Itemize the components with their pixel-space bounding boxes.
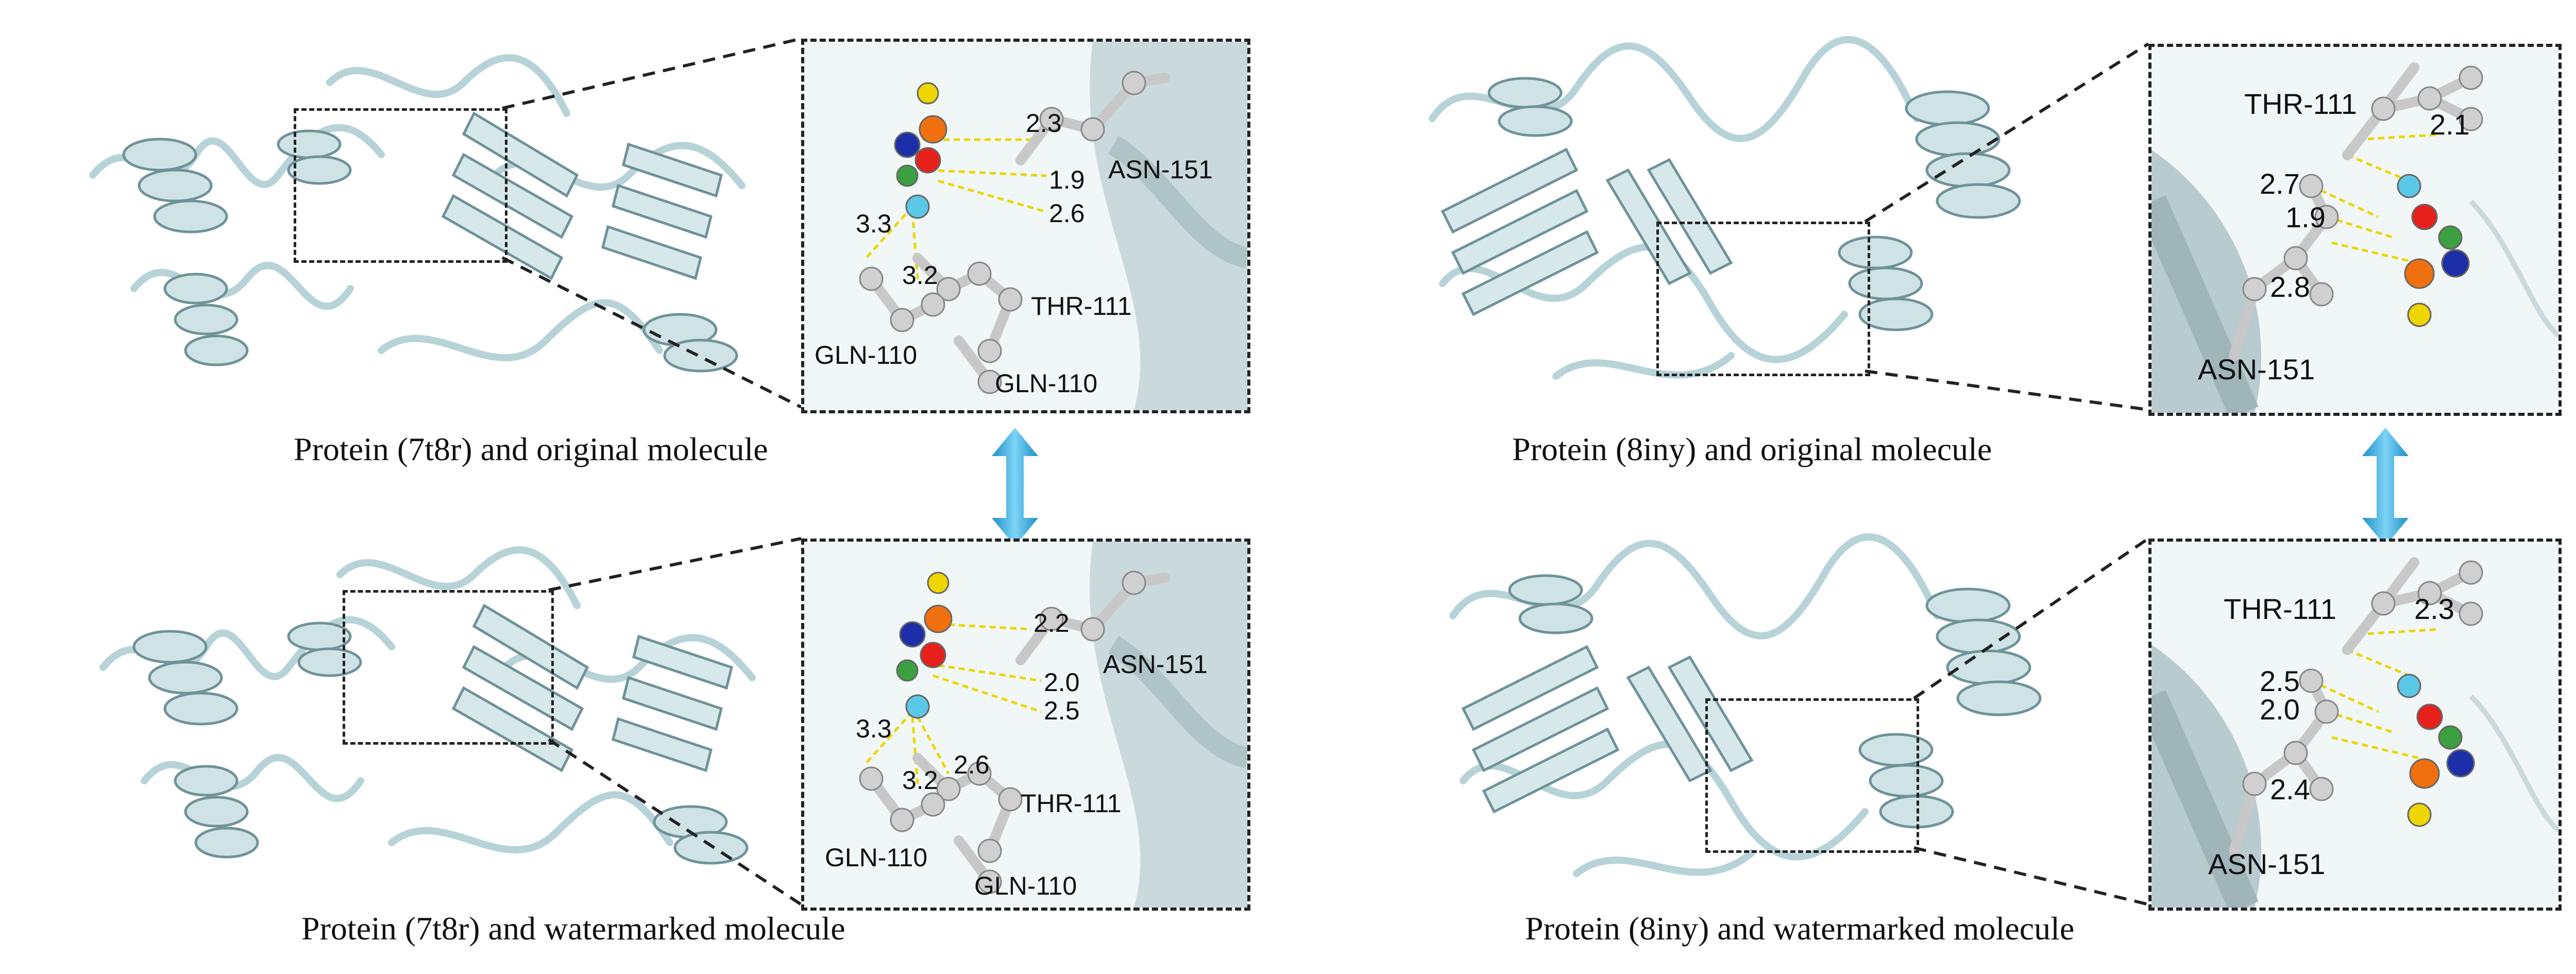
distance-label: 2.2: [1033, 609, 1070, 637]
zoom-inset: 2.3 2.5 2.0 2.4 THR-111 ASN-151: [2148, 539, 2562, 911]
residue-label: ASN-151: [2208, 848, 2325, 880]
distance-label: 2.7: [2260, 167, 2300, 200]
zoom-connector-lines: [501, 37, 802, 409]
residue-label: GLN-110: [815, 341, 917, 370]
zoom-inset: 2.1 2.7 1.9 2.8 THR-111 ASN-151: [2148, 44, 2562, 416]
zoom-inset: 2.2 2.0 2.5 3.3 2.6 3.2 ASN-151 GLN-110 …: [801, 539, 1250, 911]
panel-caption: Protein (7t8r) and original molecule: [294, 431, 768, 467]
distance-label: 2.0: [1044, 668, 1080, 697]
residue-label: GLN-110: [995, 369, 1097, 398]
distance-label: 2.6: [954, 750, 990, 779]
selection-box: [343, 590, 554, 745]
residue-label: GLN-110: [974, 871, 1077, 900]
distance-label: 2.3: [1026, 109, 1062, 138]
residue-label: THR-111: [2244, 88, 2357, 120]
panel-7t8r-original: 2.3 1.9 2.6 3.3 3.2 ASN-151 GLN-110 THR-…: [0, 0, 1288, 487]
panel-8iny-original: 2.1 2.7 1.9 2.8 THR-111 ASN-151 Protein …: [1319, 0, 2576, 487]
distance-label: 2.5: [1044, 696, 1080, 725]
distance-label: 3.3: [856, 714, 892, 743]
distance-label: 2.3: [2414, 593, 2454, 625]
distance-label: 1.9: [2285, 201, 2326, 233]
distance-label: 2.6: [1049, 199, 1085, 228]
panel-caption: Protein (7t8r) and watermarked molecule: [301, 910, 845, 947]
selection-box: [1705, 698, 1919, 853]
distance-label: 2.4: [2270, 773, 2310, 805]
zoom-connector-lines: [1913, 537, 2149, 906]
protein-ribbon-7t8r: [89, 54, 745, 373]
selection-box: [1656, 222, 1870, 376]
residue-label: THR-111: [1031, 292, 1131, 321]
residue-label: THR-111: [1021, 789, 1121, 818]
residue-label: ASN-151: [1103, 650, 1208, 679]
panel-caption: Protein (8iny) and original molecule: [1512, 431, 1992, 467]
protein-ribbon-8iny: [1429, 36, 2021, 380]
protein-ribbon-7t8r: [99, 546, 756, 865]
residue-label: ASN-151: [2198, 353, 2315, 385]
zoom-connector-lines: [1864, 42, 2149, 411]
panel-8iny-watermarked: 2.3 2.5 2.0 2.4 THR-111 ASN-151 Protein …: [1319, 487, 2576, 974]
residue-label: THR-111: [2224, 593, 2336, 625]
distance-label: 2.5: [2260, 665, 2300, 697]
residue-label: ASN-151: [1108, 155, 1213, 184]
residue-label: GLN-110: [825, 843, 927, 872]
distance-label: 3.2: [902, 261, 938, 290]
double-arrow-icon: [2362, 428, 2409, 546]
distance-label: 2.8: [2270, 271, 2310, 303]
zoom-inset: 2.3 1.9 2.6 3.3 3.2 ASN-151 GLN-110 THR-…: [801, 39, 1250, 413]
distance-label: 3.2: [902, 766, 938, 795]
zoom-connector-lines: [548, 537, 802, 906]
panel-caption: Protein (8iny) and watermarked molecule: [1525, 910, 2075, 947]
panel-7t8r-watermarked: 2.2 2.0 2.5 3.3 2.6 3.2 ASN-151 GLN-110 …: [0, 487, 1288, 974]
protein-ribbon-8iny: [1449, 533, 2042, 877]
distance-label: 3.3: [856, 209, 892, 238]
distance-label: 2.1: [2430, 108, 2470, 141]
distance-label: 2.0: [2260, 693, 2300, 726]
selection-box: [294, 108, 507, 263]
double-arrow-icon: [992, 428, 1038, 546]
distance-label: 1.9: [1049, 165, 1085, 194]
